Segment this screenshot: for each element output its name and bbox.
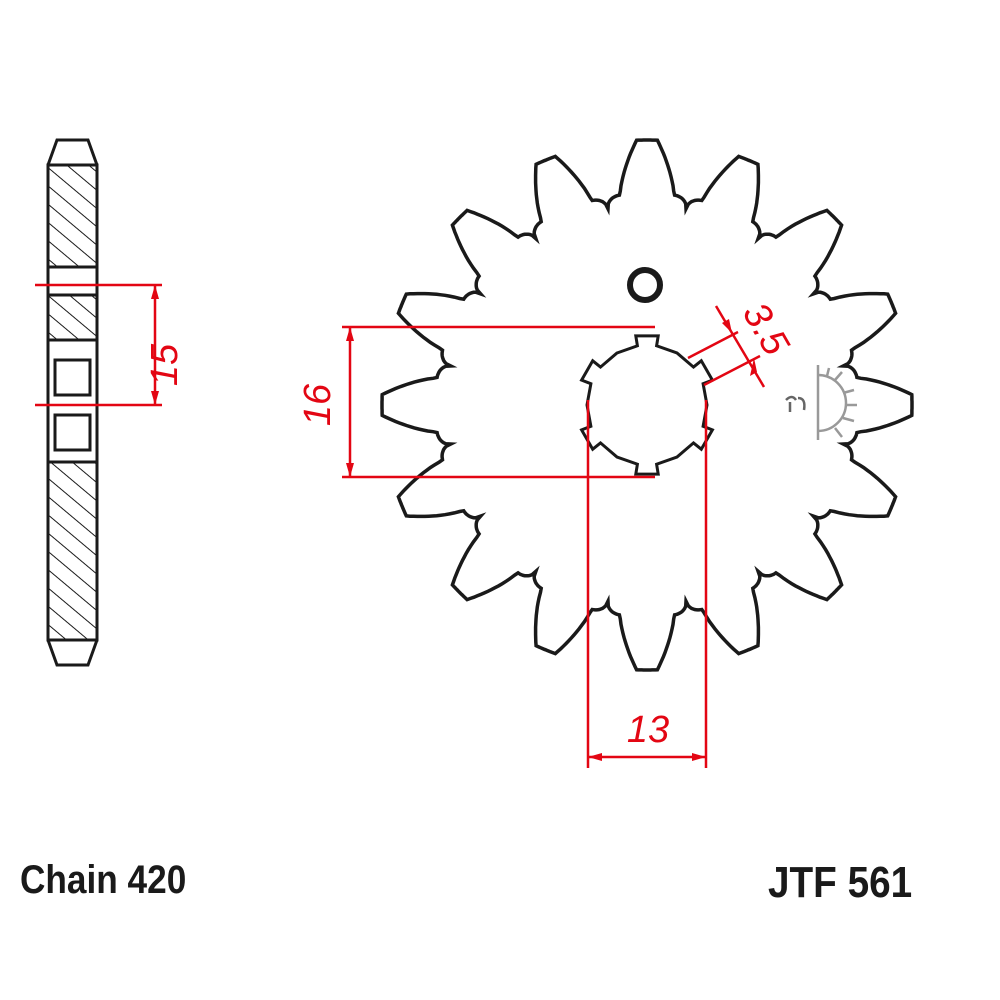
sprocket-outline [380,138,914,672]
mounting-hole [627,267,663,303]
chain-label: Chain 420 [20,858,187,902]
dim-hub-width: 15 [144,343,186,386]
part-number: JTF 561 [768,858,913,907]
dim-spline-height: 16 [297,383,339,426]
dimension-lines [35,283,766,768]
side-view [46,138,99,667]
dim-spline-width: 13 [627,709,669,751]
surface-symbol-icon [785,365,857,440]
